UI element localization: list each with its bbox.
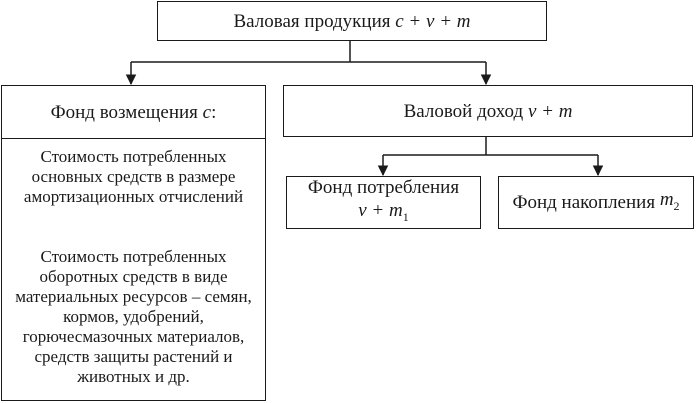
gross-income-formula: v + m [527,100,573,122]
gross-output-formula: c + v + m [395,10,471,32]
consumption-fund-formula-subscript: 1 [402,209,409,224]
replacement-fund-label: Фонд возмещения [50,101,198,123]
consumption-fund-formula: v + m [358,200,403,222]
accumulation-fund-box: Фонд накопления m2 [498,176,694,229]
replacement-fund-header: Фонд возмещения c: [1,85,266,139]
replacement-fund-item-fixed-assets: Стоимость потребленных основных средств … [23,147,244,206]
accumulation-fund-symbol-subscript: 2 [673,198,680,213]
replacement-fund-body: Стоимость потребленных основных средств … [1,138,266,401]
gross-output-box: Валовая продукция c + v + m [157,1,547,41]
consumption-fund-box: Фонд потребления v + m1 [286,176,481,229]
replacement-fund-symbol: c [202,101,212,123]
accumulation-fund-symbol: m [659,188,674,210]
replacement-fund-item-current-assets: Стоимость потребленных оборотных средств… [15,247,252,386]
consumption-fund-label: Фонд потребления [307,177,460,199]
gross-income-box: Валовой доход v + m [283,85,693,137]
replacement-fund-suffix: : [211,101,217,123]
gross-income-label: Валовой доход [403,100,524,122]
gross-output-label: Валовая продукция [233,10,391,32]
accumulation-fund-label: Фонд накопления [512,192,656,213]
